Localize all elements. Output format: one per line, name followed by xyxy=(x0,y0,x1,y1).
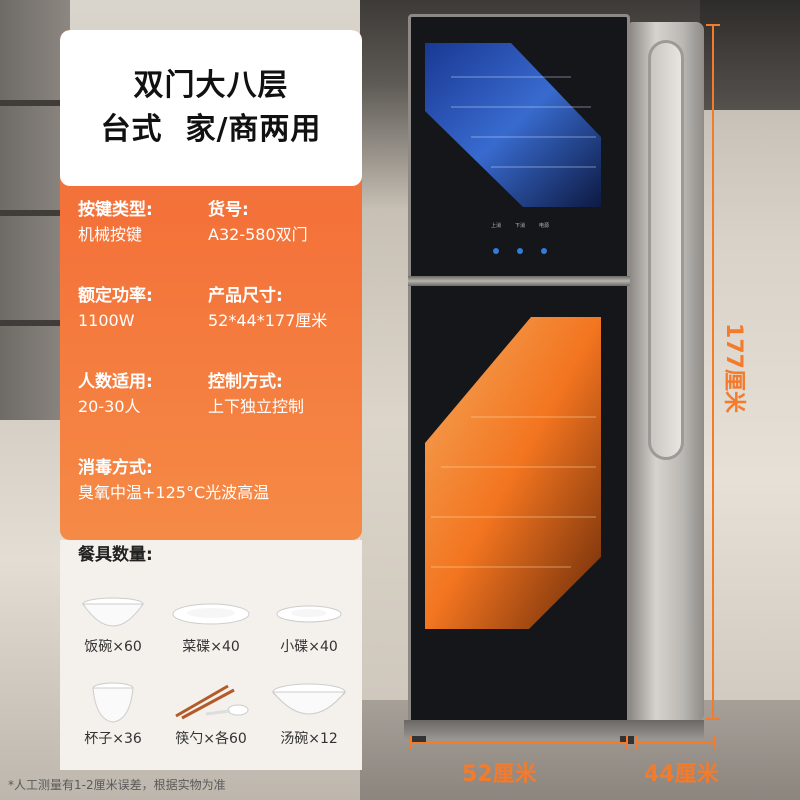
tableware-label: 菜碟×40 xyxy=(182,639,240,655)
control-label: 下消 xyxy=(514,223,525,229)
width-dimension-label: 52厘米 xyxy=(462,762,537,787)
spec-label: 按键类型: xyxy=(78,200,153,220)
spec-card: 双门大八层 台式 家/商两用 按键类型: 机械按键 货号: A32-580双门 … xyxy=(60,30,362,540)
soup-bowl-icon xyxy=(264,680,354,724)
headline-box: 双门大八层 台式 家/商两用 xyxy=(60,30,362,186)
rice-bowl-icon xyxy=(68,588,158,632)
spec-value: 20-30人 xyxy=(78,397,141,416)
measurement-footnote: *人工测量有1-2厘米误差，根据实物为准 xyxy=(8,778,226,792)
dimension-cap xyxy=(636,736,638,750)
spec-value: A32-580双门 xyxy=(208,225,308,244)
small-plate-icon xyxy=(264,588,354,632)
tableware-item: 小碟×40 xyxy=(264,588,354,656)
tableware-label: 筷勺×各60 xyxy=(175,731,247,747)
spec-label: 产品尺寸: xyxy=(208,286,283,306)
cabinet-divider xyxy=(408,276,630,286)
tableware-title: 餐具数量: xyxy=(78,545,153,565)
dish-plate-icon xyxy=(166,588,256,632)
lower-sterilize-button[interactable] xyxy=(517,248,523,254)
cup-icon xyxy=(68,680,158,724)
spec-value: 臭氧中温+125°C光波高温 xyxy=(78,483,270,502)
spec-label: 额定功率: xyxy=(78,286,153,306)
dimension-cap xyxy=(410,736,412,750)
cabinet-base xyxy=(404,720,704,740)
control-panel: 上消 下消 电源 xyxy=(486,222,556,262)
spec-sterilization: 消毒方式: 臭氧中温+125°C光波高温 xyxy=(78,456,269,506)
spec-label: 人数适用: xyxy=(78,372,153,392)
depth-dimension-line xyxy=(636,742,716,744)
spec-value: 上下独立控制 xyxy=(208,397,305,416)
dimension-cap xyxy=(706,24,720,26)
upper-sterilize-button[interactable] xyxy=(493,248,499,254)
height-dimension-line xyxy=(712,24,714,720)
shelf-line xyxy=(0,210,70,216)
disinfection-cabinet xyxy=(408,14,630,724)
control-label: 上消 xyxy=(490,223,501,229)
spec-value: 52*44*177厘米 xyxy=(208,311,328,330)
tableware-label: 饭碗×60 xyxy=(84,639,142,655)
tableware-item: 饭碗×60 xyxy=(68,588,158,656)
power-button[interactable] xyxy=(541,248,547,254)
headline-line1: 双门大八层 xyxy=(133,68,289,103)
headline-line2: 台式 家/商两用 xyxy=(100,112,322,147)
spec-label: 控制方式: xyxy=(208,372,283,392)
background-right-shelf xyxy=(700,0,800,110)
dimension-cap xyxy=(626,736,628,750)
spec-value: 机械按键 xyxy=(78,225,143,244)
height-dimension-label: 177厘米 xyxy=(721,323,746,413)
tableware-label: 小碟×40 xyxy=(280,639,338,655)
spec-model-number: 货号: A32-580双门 xyxy=(208,198,308,248)
background-right-wall xyxy=(700,0,800,800)
tableware-item: 汤碗×12 xyxy=(264,680,354,748)
tableware-item: 筷勺×各60 xyxy=(166,680,256,748)
tableware-label: 汤碗×12 xyxy=(280,731,338,747)
cabinet-foot xyxy=(412,736,426,744)
chopsticks-spoon-icon xyxy=(166,680,256,724)
spec-label: 货号: xyxy=(208,200,249,220)
depth-dimension-label: 44厘米 xyxy=(644,762,719,787)
tableware-item: 菜碟×40 xyxy=(166,588,256,656)
shelf-line xyxy=(0,320,70,326)
shelf-line xyxy=(0,100,70,106)
tableware-panel: 餐具数量: 饭碗×60 菜碟×40 小碟×40 杯子×36 筷勺×各60 汤碗 xyxy=(60,540,362,770)
spec-label: 消毒方式: xyxy=(78,458,153,478)
spec-key-type: 按键类型: 机械按键 xyxy=(78,198,153,248)
spec-value: 1100W xyxy=(78,311,135,330)
spec-control-mode: 控制方式: 上下独立控制 xyxy=(208,370,304,420)
width-dimension-line xyxy=(410,742,626,744)
control-label: 电源 xyxy=(538,223,549,229)
dimension-cap xyxy=(714,736,716,750)
tableware-label: 杯子×36 xyxy=(84,731,142,747)
spec-people: 人数适用: 20-30人 xyxy=(78,370,153,420)
cabinet-side-handle xyxy=(648,40,684,460)
spec-product-size: 产品尺寸: 52*44*177厘米 xyxy=(208,284,327,334)
spec-rated-power: 额定功率: 1100W xyxy=(78,284,153,334)
tableware-item: 杯子×36 xyxy=(68,680,158,748)
dimension-cap xyxy=(706,718,720,720)
